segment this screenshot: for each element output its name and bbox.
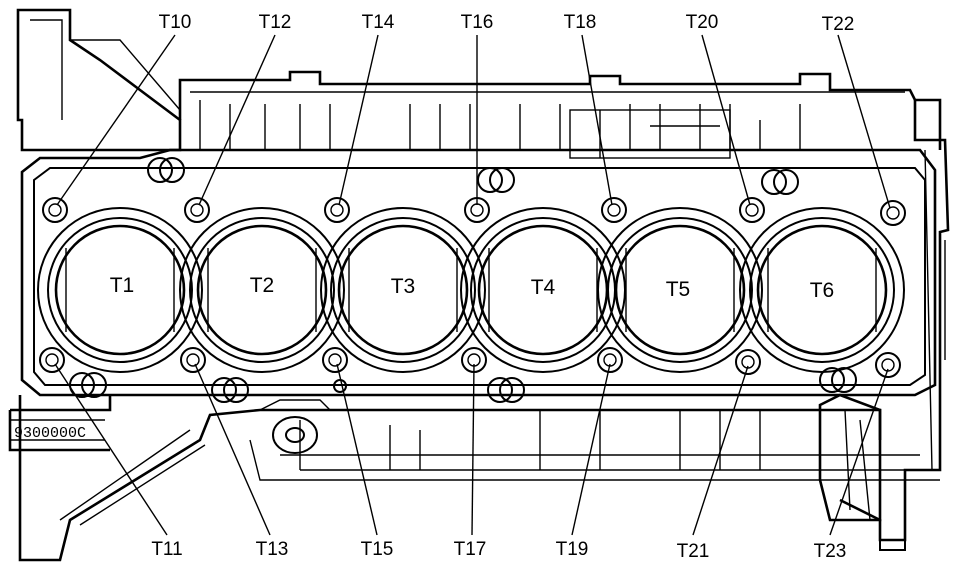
bolt-hole [739, 197, 765, 223]
cylinder-label: T2 [250, 274, 275, 297]
bolt-label-bottom: T11 [151, 539, 182, 560]
cylinder-bore [37, 207, 203, 373]
bolt-hole [184, 197, 210, 223]
bolt-label-top: T22 [822, 14, 855, 35]
bolt-label-bottom: T15 [361, 539, 394, 560]
leader-line-top [338, 34, 379, 206]
coolant-holes [69, 157, 858, 403]
bolt-hole [597, 347, 623, 373]
cylinder-label: T6 [810, 279, 835, 302]
bolt-label-top: T16 [461, 12, 494, 33]
casting-stamp: 9300000C [14, 425, 86, 442]
bolt-hole [601, 197, 627, 223]
leader-line-bottom [692, 365, 749, 536]
block-outline [8, 8, 950, 562]
leader-line-bottom [829, 368, 889, 536]
cylinder-bores [37, 207, 905, 373]
leader-line-bottom [571, 363, 611, 536]
bolt-label-bottom: T19 [556, 539, 589, 560]
bolt-hole [322, 347, 348, 373]
cylinder-label: T1 [110, 274, 135, 297]
bolt-label-top: T20 [686, 12, 719, 33]
bolt-hole [880, 200, 906, 226]
bolt-label-bottom: T17 [454, 539, 487, 560]
bolt-label-top: T14 [362, 12, 395, 33]
leader-line-bottom [471, 363, 475, 536]
bolt-label-bottom: T23 [814, 541, 847, 562]
leader-line-top [198, 34, 276, 206]
cylinder-label: T4 [531, 276, 556, 299]
bolt-label-top: T10 [159, 12, 192, 33]
bolt-holes [39, 197, 906, 378]
bolt-hole [180, 347, 206, 373]
bolt-hole [39, 347, 65, 373]
cylinder-bore [739, 207, 905, 373]
cylinder-bore [597, 207, 763, 373]
bolt-hole [875, 352, 901, 378]
leader-line-bottom [194, 363, 271, 536]
cylinder-label: T5 [666, 278, 691, 301]
leader-line-bottom [54, 363, 168, 536]
bolt-label-top: T18 [564, 12, 597, 33]
bolt-hole [735, 349, 761, 375]
bolt-label-top: T12 [259, 12, 292, 33]
leader-line-top [837, 34, 891, 209]
leader-lines [54, 34, 891, 536]
cylinder-bore [179, 207, 345, 373]
leader-line-top [581, 34, 613, 206]
bolt-hole [324, 197, 350, 223]
cylinder-bore [320, 207, 486, 373]
leader-line-bottom [336, 363, 378, 536]
bolt-label-bottom: T21 [677, 541, 710, 562]
leader-line-top [701, 34, 751, 206]
leader-line-top [56, 34, 176, 206]
cylinder-label: T3 [391, 275, 416, 298]
bolt-hole [42, 197, 68, 223]
bolt-label-bottom: T13 [256, 539, 289, 560]
